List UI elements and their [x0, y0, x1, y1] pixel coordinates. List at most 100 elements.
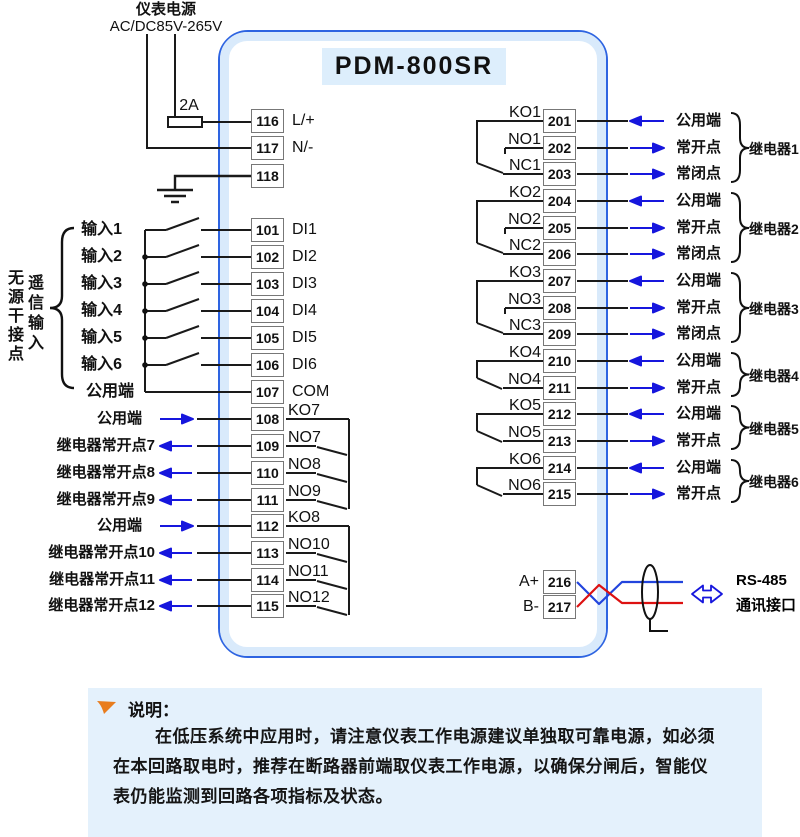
terminal-112: 112 — [251, 514, 284, 538]
note-title: 说明： — [128, 701, 179, 720]
terminal-109: 109 — [251, 434, 284, 458]
right-row-label-12: 公用端 — [676, 405, 722, 422]
terminal-107: 107 — [251, 380, 284, 404]
left-row-label-5: 公用端 — [96, 517, 142, 534]
right-row-label-6: 常闭点 — [676, 245, 722, 262]
note-line-1: 在低压系统中应用时，请注意仪表工作电源建议单独取可靠电源，如必须 — [155, 727, 715, 746]
terminal-label-206: NC2 — [508, 237, 541, 254]
right-row-label-1: 公用端 — [676, 112, 722, 129]
double-arrow-icon — [691, 584, 723, 604]
terminal-label-112: KO8 — [288, 509, 321, 526]
terminal-label-212: KO5 — [508, 397, 541, 414]
terminal-110: 110 — [251, 461, 284, 485]
relay-label-1: 继电器1 — [749, 141, 799, 157]
terminal-113: 113 — [251, 541, 284, 565]
terminal-201: 201 — [543, 109, 576, 133]
terminal-label-208: NO3 — [508, 291, 541, 308]
terminal-label-210: KO4 — [508, 344, 541, 361]
terminal-214: 214 — [543, 456, 576, 480]
terminal-label-113: NO10 — [288, 536, 330, 553]
terminal-101: 101 — [251, 218, 284, 242]
relay-label-5: 继电器5 — [749, 420, 799, 437]
right-row-label-5: 常开点 — [676, 219, 722, 236]
terminal-106: 106 — [251, 353, 284, 377]
note-line-2: 在本回路取电时，推荐在断路器前端取仪表工作电源，以确保分闸后，智能仪 — [113, 757, 708, 776]
terminal-115: 115 — [251, 594, 284, 618]
fuse-icon — [167, 116, 203, 128]
terminal-207: 207 — [543, 269, 576, 293]
input-label-3: 输入3 — [81, 275, 122, 292]
input-label-4: 输入4 — [81, 302, 122, 319]
input-label-2: 输入2 — [81, 248, 122, 265]
right-row-label-7: 公用端 — [676, 272, 722, 289]
left-row-label-7: 继电器常开点11 — [49, 571, 155, 588]
left-row-label-2: 继电器常开点7 — [56, 437, 155, 454]
terminal-label-109: NO7 — [288, 429, 321, 446]
fuse-rating-label: 2A — [179, 97, 199, 114]
rs485-label-line2: 通讯接口 — [736, 597, 797, 614]
device-model-title: PDM-800SR — [322, 48, 506, 85]
terminal-label-111: NO9 — [288, 483, 321, 500]
terminal-label-104: DI4 — [292, 302, 317, 319]
terminal-label-201: KO1 — [508, 104, 541, 121]
cable-shield-icon — [641, 564, 659, 620]
remote-signal-group-label: 遥信输入 — [25, 274, 42, 354]
power-supply-label: 仪表电源 — [135, 1, 196, 18]
terminal-105: 105 — [251, 326, 284, 350]
right-row-label-4: 公用端 — [676, 192, 722, 209]
terminal-label-211: NO4 — [508, 371, 541, 388]
terminal-217: 217 — [543, 595, 576, 619]
terminal-103: 103 — [251, 272, 284, 296]
right-row-label-8: 常开点 — [676, 299, 722, 316]
terminal-label-202: NO1 — [508, 131, 541, 148]
left-row-label-4: 继电器常开点9 — [56, 491, 155, 508]
terminal-label-105: DI5 — [292, 329, 317, 346]
input-label-5: 输入5 — [81, 329, 122, 346]
relay-label-2: 继电器2 — [749, 221, 799, 237]
terminal-label-213: NO5 — [508, 424, 541, 441]
terminal-209: 209 — [543, 322, 576, 346]
right-row-label-15: 常开点 — [676, 485, 722, 502]
terminal-205: 205 — [543, 216, 576, 240]
right-row-label-2: 常开点 — [676, 139, 722, 156]
right-row-label-14: 公用端 — [676, 459, 722, 476]
terminal-label-103: DI3 — [292, 275, 317, 292]
input-label-1: 输入1 — [81, 221, 122, 238]
terminal-216: 216 — [543, 570, 576, 594]
note-line-3: 表仍能监测到回路各项指标及状态。 — [113, 787, 393, 806]
di-common-label: 公用端 — [85, 383, 134, 400]
note-panel — [88, 688, 762, 837]
right-row-label-10: 公用端 — [676, 352, 722, 369]
terminal-108: 108 — [251, 407, 284, 431]
terminal-label-216: A+ — [518, 573, 539, 590]
terminal-114: 114 — [251, 568, 284, 592]
terminal-111: 111 — [251, 488, 284, 512]
terminal-206: 206 — [543, 242, 576, 266]
relay-label-3: 继电器3 — [749, 301, 799, 317]
terminal-204: 204 — [543, 189, 576, 213]
left-row-label-6: 继电器常开点10 — [48, 544, 155, 561]
terminal-label-116: L/+ — [292, 112, 315, 129]
terminal-118: 118 — [251, 164, 284, 188]
terminal-label-108: KO7 — [288, 402, 321, 419]
dry-contact-group-label: 无源干接点 — [5, 269, 22, 364]
terminal-212: 212 — [543, 402, 576, 426]
terminal-label-115: NO12 — [288, 589, 330, 606]
terminal-label-107: COM — [292, 383, 330, 400]
terminal-215: 215 — [543, 482, 576, 506]
terminal-104: 104 — [251, 299, 284, 323]
input-label-6: 输入6 — [81, 356, 122, 373]
terminal-203: 203 — [543, 162, 576, 186]
right-row-label-13: 常开点 — [676, 432, 722, 449]
terminal-label-207: KO3 — [508, 264, 541, 281]
rs485-label-line1: RS-485 — [736, 572, 787, 589]
shield-ground-wire — [649, 619, 668, 632]
terminal-116: 116 — [251, 109, 284, 133]
right-row-label-11: 常开点 — [676, 379, 722, 396]
relay-label-4: 继电器4 — [749, 367, 799, 384]
terminal-label-205: NO2 — [508, 211, 541, 228]
terminal-117: 117 — [251, 136, 284, 160]
terminal-label-214: KO6 — [508, 451, 541, 468]
terminal-102: 102 — [251, 245, 284, 269]
